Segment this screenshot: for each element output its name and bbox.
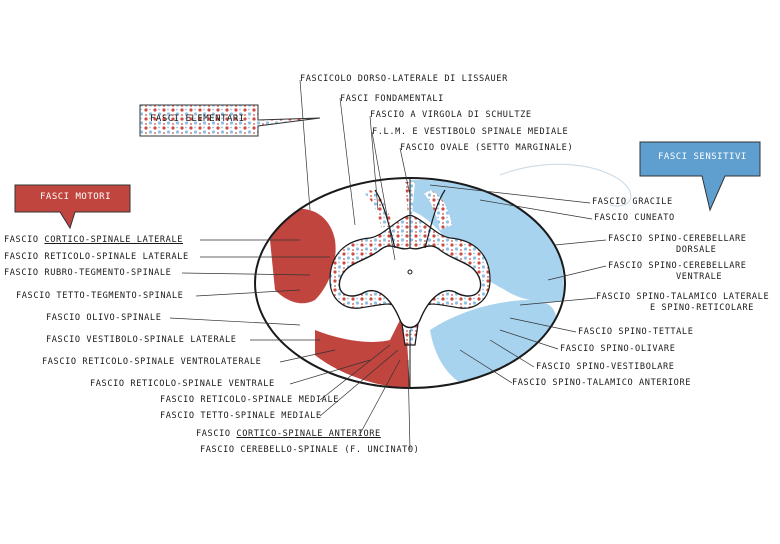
label-spinotalamico-anteriore: FASCIO SPINO-TALAMICO ANTERIORE: [512, 378, 691, 388]
label-lissauer: FASCICOLO DORSO-LATERALE DI LISSAUER: [300, 74, 508, 84]
label-fasci-fondamentali: FASCI FONDAMENTALI: [340, 94, 444, 104]
spinal-cord-border: [254, 177, 566, 389]
label-olivospinale: FASCIO OLIVO-SPINALE: [46, 313, 162, 323]
label-spinovestibolare: FASCIO SPINO-VESTIBOLARE: [536, 362, 675, 372]
label-corticospinale-laterale: FASCIO CORTICO-SPINALE LATERALE: [4, 235, 183, 245]
label-spino-olivare: FASCIO SPINO-OLIVARE: [560, 344, 676, 354]
label-tettotegmentospinale: FASCIO TETTO-TEGMENTO-SPINALE: [16, 291, 184, 301]
schultze-comma-dots: [365, 190, 392, 230]
label-rubrotegmentospinale: FASCIO RUBRO-TEGMENTO-SPINALE: [4, 268, 172, 278]
label-spinotettale: FASCIO SPINO-TETTALE: [578, 327, 694, 337]
motor-callout-shape: [14, 184, 131, 230]
left-dorsal-horn: [374, 189, 396, 249]
label-vestibolospinale-laterale: FASCIO VESTIBOLO-SPINALE LATERALE: [46, 335, 237, 345]
gray-matter: [338, 245, 482, 329]
motor-callout-label: FASCI MOTORI: [40, 192, 112, 202]
leader-lines: [169, 79, 607, 451]
sensory-callout-label: FASCI SENSITIVI: [658, 152, 747, 162]
label-reticolospinale-laterale: FASCIO RETICOLO-SPINALE LATERALE: [4, 252, 189, 262]
label-fascio-ovale: FASCIO OVALE (SETTO MARGINALE): [400, 143, 574, 153]
sketch-line: [499, 163, 632, 207]
motor-ventral-area: [315, 310, 410, 388]
label-corticospinale-anteriore: FASCIO CORTICO-SPINALE ANTERIORE: [196, 429, 381, 439]
label-flm: F.L.M. E VESTIBOLO SPINALE MEDIALE: [372, 127, 569, 137]
label-tettospinale-mediale: FASCIO TETTO-SPINALE MEDIALE: [160, 411, 322, 421]
label-schultze: FASCIO A VIRGOLA DI SCHULTZE: [370, 110, 532, 120]
label-cerebellospinale: FASCIO CEREBELLO-SPINALE (F. UNCINATO): [200, 445, 420, 455]
right-dorsal-horn: [424, 189, 446, 249]
label-reticolospinale-ventrolaterale: FASCIO RETICOLO-SPINALE VENTROLATERALE: [42, 357, 262, 367]
central-canal: [407, 269, 413, 275]
sensory-ventral-area: [430, 300, 557, 388]
cuneate-dots: [424, 190, 452, 230]
elementary-callout-label: FASCI ELEMENTARI: [150, 114, 245, 124]
label-reticolospinale-ventrale: FASCIO RETICOLO-SPINALE VENTRALE: [90, 379, 275, 389]
sensory-callout-shape: [639, 141, 761, 212]
elementary-callout-shape: [139, 104, 321, 137]
label-gracile: FASCIO GRACILE: [592, 197, 673, 207]
motor-lateral-corticospinal: [270, 208, 336, 304]
label-reticolospinale-mediale: FASCIO RETICOLO-SPINALE MEDIALE: [160, 395, 339, 405]
label-cuneato: FASCIO CUNEATO: [594, 213, 675, 223]
